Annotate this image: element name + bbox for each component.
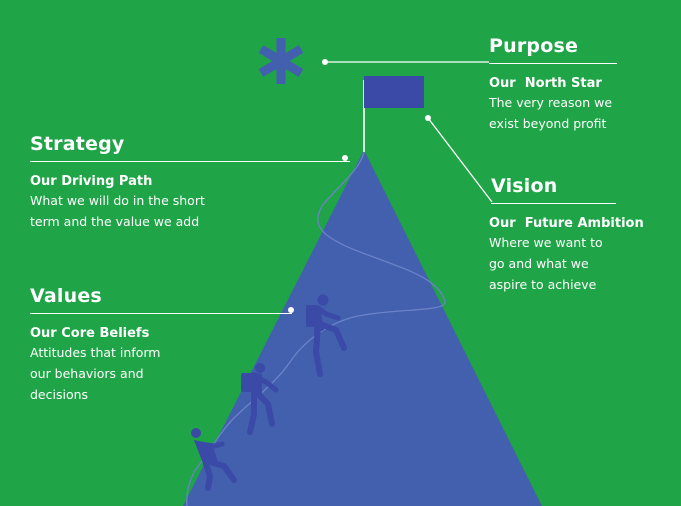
values-rule <box>30 313 292 314</box>
flag-icon <box>363 76 424 152</box>
values-text-line: Attitudes that inform <box>30 345 161 360</box>
vision-text-line: aspire to achieve <box>489 277 597 292</box>
strategy-rule <box>30 161 350 162</box>
strategy-heading: Strategy <box>30 133 125 155</box>
asterisk-star-icon <box>258 38 304 84</box>
purpose-subtitle: Our North Star <box>489 76 602 91</box>
purpose-block: Purpose Our North Star The very reason w… <box>489 35 617 134</box>
connector-dots <box>288 59 431 313</box>
strategy-subtitle: Our Driving Path <box>30 174 153 189</box>
purpose-text-line: The very reason we <box>489 95 613 110</box>
purpose-text-line: exist beyond profit <box>489 116 607 131</box>
vision-text-line: Where we want to <box>489 235 603 250</box>
values-text-line: decisions <box>30 387 89 402</box>
strategy-text-line: term and the value we add <box>30 214 200 229</box>
vision-heading: Vision <box>491 175 558 197</box>
vision-block: Vision Our Future Ambition Where we want… <box>489 175 644 295</box>
values-text-line: our behaviors and <box>30 366 144 381</box>
values-subtitle: Our Core Beliefs <box>30 326 150 341</box>
vision-subtitle: Our Future Ambition <box>489 216 644 231</box>
purpose-heading: Purpose <box>489 35 579 57</box>
strategy-text-line: What we will do in the short <box>30 193 205 208</box>
vision-rule <box>491 203 616 204</box>
values-block: Values Our Core Beliefs Attitudes that i… <box>30 285 292 405</box>
climber-icon <box>191 294 347 491</box>
vision-text-line: go and what we <box>489 256 589 271</box>
strategy-block: Strategy Our Driving Path What we will d… <box>30 133 350 232</box>
values-heading: Values <box>30 285 102 307</box>
purpose-rule <box>489 63 617 64</box>
